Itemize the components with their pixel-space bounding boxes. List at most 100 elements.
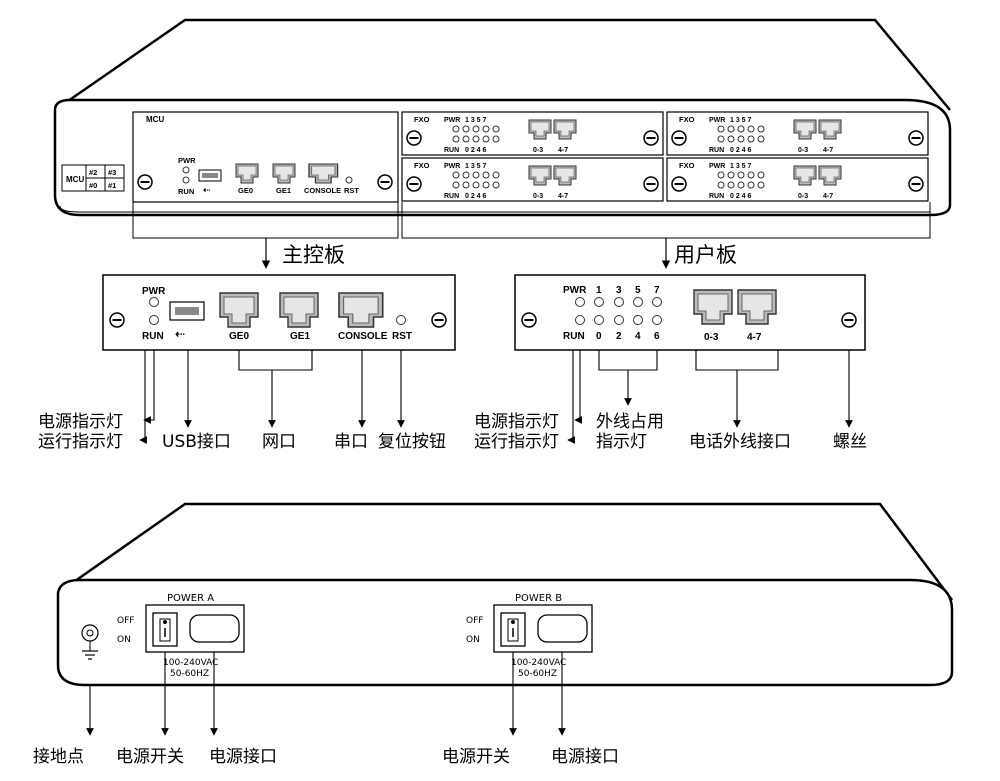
fxo-run: RUN [709, 147, 724, 154]
usb-annotation: USB接口 [162, 432, 231, 452]
fxo-led-grid [452, 125, 500, 143]
user-panel: PWR 1 3 5 7 RUN 0 2 4 6 0-3 4-7 [514, 274, 866, 351]
panel-pwr: PWR [142, 286, 166, 297]
screw-icon[interactable] [908, 176, 924, 192]
phone-line-annotation: 电话外线接口 [689, 432, 791, 452]
screw-icon[interactable] [841, 312, 857, 328]
main-board-label: 主控板 [282, 243, 345, 267]
fxo-bottom-nums: 0 2 4 6 [465, 193, 487, 200]
fxo-bottom-nums: 0 2 4 6 [730, 193, 752, 200]
fxo-port-a-label: 0-3 [798, 193, 808, 200]
screw-icon[interactable] [431, 312, 447, 328]
fxo-top-nums: 1 3 5 7 [465, 117, 487, 124]
fxo-led-grid [717, 171, 765, 189]
screw-icon[interactable] [671, 176, 687, 192]
fxo-pwr: PWR [709, 163, 725, 170]
user-n3: 3 [616, 285, 622, 296]
screw-icon[interactable] [137, 174, 153, 190]
mcu-module-front: MCU PWR RUN ⇠ GE0 GE1 CONSOLE RST [132, 111, 399, 203]
power-b-module: POWER B OFF ON 100-240VAC 50-60HZ [466, 593, 593, 679]
fxo-bottom-nums: 0 2 4 6 [730, 147, 752, 154]
ground-annotation: 接地点 [33, 747, 84, 767]
fxo-port-a-label: 0-3 [533, 147, 543, 154]
power-b-label: POWER B [515, 593, 562, 604]
slot-label-n0: #0 [89, 181, 97, 190]
screw-annotation: 螺丝 [833, 432, 867, 452]
panel-rst-button-icon[interactable] [396, 315, 406, 325]
screw-icon[interactable] [406, 130, 422, 146]
user-port-b-label: 4-7 [747, 332, 762, 343]
switch-a-annotation: 电源开关 [116, 747, 184, 767]
serial-annotation: 串口 [334, 432, 368, 452]
fxo-led-grid [452, 171, 500, 189]
fxo-title: FXO [679, 161, 695, 170]
fxo-port-b-label: 4-7 [823, 147, 833, 154]
fxo-pwr: PWR [444, 163, 460, 170]
screw-icon[interactable] [109, 312, 125, 328]
user-n6: 6 [654, 331, 660, 342]
user-board-label: 用户板 [674, 243, 737, 267]
fxo-module-3: FXO PWR 1 3 5 7 RUN 0 2 4 6 0-3 4-7 [666, 157, 929, 202]
fxo-port-b-label: 4-7 [558, 193, 568, 200]
screw-icon[interactable] [521, 312, 537, 328]
reset-annotation: 复位按钮 [378, 432, 446, 452]
slot-label-name: MCU [66, 175, 84, 184]
power-b-off: OFF [466, 616, 483, 626]
fxo-port-a-label: 0-3 [798, 147, 808, 154]
power-b-voltage: 100-240VAC [511, 658, 566, 668]
user-n5: 5 [635, 285, 641, 296]
power-led-annotation: 电源指示灯 [38, 412, 123, 432]
slot-label-n1: #1 [108, 181, 116, 190]
screw-icon[interactable] [908, 130, 924, 146]
power-b-freq: 50-60HZ [518, 669, 557, 679]
usb-icon: ⇠ [203, 185, 211, 195]
panel-ge1: GE1 [290, 331, 310, 342]
screw-icon[interactable] [643, 176, 659, 192]
mcu-pwr: PWR [178, 156, 196, 165]
power-a-on: ON [117, 635, 131, 645]
panel-run: RUN [142, 331, 164, 342]
fxo-top-nums: 1 3 5 7 [730, 163, 752, 170]
user-run: RUN [563, 331, 585, 342]
fxo-run: RUN [709, 193, 724, 200]
power-b-on: ON [466, 635, 480, 645]
power-b-socket[interactable] [537, 614, 588, 643]
power-a-off: OFF [117, 616, 134, 626]
fxo-port-b-label: 4-7 [558, 147, 568, 154]
fxo-title: FXO [414, 115, 430, 124]
mcu-rst: RST [344, 186, 359, 195]
rear-leaders [86, 652, 566, 736]
mcu-title: MCU [146, 115, 164, 124]
fxo-port-b-label: 4-7 [823, 193, 833, 200]
user-power-led-annotation: 电源指示灯 [474, 412, 559, 432]
panel-usb-icon: ⇠ [175, 327, 185, 341]
fxo-led-grid [717, 125, 765, 143]
fxo-top-nums: 1 3 5 7 [465, 163, 487, 170]
screw-icon[interactable] [406, 176, 422, 192]
user-n0: 0 [596, 331, 602, 342]
ground-icon[interactable] [81, 624, 99, 660]
screw-icon[interactable] [671, 130, 687, 146]
run-led-icon [182, 176, 190, 184]
user-n2: 2 [616, 331, 622, 342]
slot-label: MCU #2 #3 #0 #1 [61, 164, 125, 192]
mcu-console: CONSOLE [304, 186, 341, 195]
network-annotation: 网口 [262, 432, 296, 452]
fxo-pwr: PWR [709, 117, 725, 124]
screw-icon[interactable] [377, 174, 393, 190]
fxo-title: FXO [679, 115, 695, 124]
mcu-ge0: GE0 [238, 186, 253, 195]
user-led-grid [575, 297, 662, 325]
rst-button-icon[interactable] [345, 176, 353, 184]
fxo-port-a-label: 0-3 [533, 193, 543, 200]
pwr-led-icon [182, 166, 190, 174]
power-a-label: POWER A [167, 593, 214, 604]
screw-icon[interactable] [643, 130, 659, 146]
panel-console: CONSOLE [338, 331, 388, 342]
slot-label-n3: #3 [108, 168, 116, 177]
power-a-socket[interactable] [189, 614, 240, 643]
user-port-a-label: 0-3 [704, 332, 719, 343]
